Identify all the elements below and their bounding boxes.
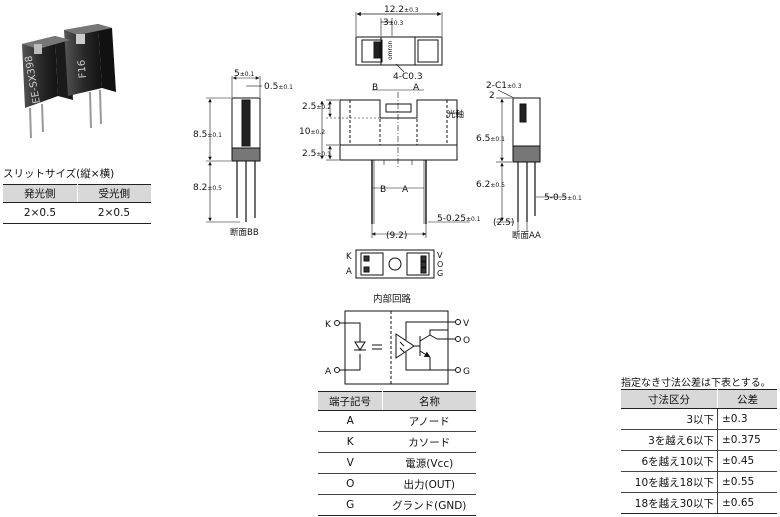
section-b-top: B xyxy=(372,83,378,93)
slit-value-receiver: 2×0.5 xyxy=(77,202,151,224)
tolerance-range: 10を越え18以下 xyxy=(621,471,718,493)
table-row: 3を越え6以下±0.375 xyxy=(621,429,777,451)
brand-mark: omron xyxy=(387,40,394,60)
dim-pin-pitch: (9.2) xyxy=(386,231,407,241)
table-row: 6を越え10以下±0.45 xyxy=(621,450,777,472)
tolerance-range: 3以下 xyxy=(621,408,718,430)
terminal-name: カソード xyxy=(382,431,476,453)
dim-front-h3: 2.5±0.1 xyxy=(302,149,331,159)
terminal-header-row: 端子記号 名称 xyxy=(318,391,476,411)
tolerance-header-tol: 公差 xyxy=(717,389,777,409)
section-a-top: A xyxy=(413,83,420,93)
slit-caption: スリットサイズ(縦×横) xyxy=(3,168,115,180)
circuit-a: A xyxy=(325,367,332,377)
terminal-symbol: A xyxy=(318,410,383,432)
slit-value-emitter: 2×0.5 xyxy=(3,202,77,224)
pin-label-a: A xyxy=(346,267,352,277)
tolerance-value: ±0.3 xyxy=(717,408,777,430)
section-b-bottom: B xyxy=(380,185,386,195)
tolerance-value: ±0.55 xyxy=(717,471,777,493)
dim-right-h2: 6.2±0.5 xyxy=(476,180,505,190)
dim-right-h1: 6.5±0.1 xyxy=(476,134,505,144)
top-view xyxy=(355,11,443,73)
slit-header-row: 発光側 受光側 xyxy=(3,184,151,203)
tolerance-header-row: 寸法区分 公差 xyxy=(621,389,777,409)
dim-right-chamfer: 2-C1±0.3 xyxy=(486,81,522,91)
photo-marking-lot: F16 xyxy=(76,59,89,78)
pin-label-v: V xyxy=(437,251,443,260)
optical-axis-label: 光軸 xyxy=(447,109,464,120)
section-a-bottom: A xyxy=(402,185,409,195)
product-photo: EE-SX398 F16 xyxy=(22,24,116,139)
terminal-name: アノード xyxy=(382,410,476,432)
dim-right-pin: 5-0.5±0.1 xyxy=(544,193,582,203)
terminal-header-symbol: 端子記号 xyxy=(318,391,383,411)
dim-chamfer: 4-C0.3 xyxy=(393,72,423,82)
circuit-g: G xyxy=(463,367,470,377)
terminal-symbol: G xyxy=(318,494,383,516)
table-row: 10を越え18以下±0.55 xyxy=(621,471,777,493)
terminal-symbol: V xyxy=(318,452,383,474)
section-bb-label: 断面BB xyxy=(230,227,259,238)
tolerance-range: 6を越え10以下 xyxy=(621,450,718,472)
slit-header-receiver: 受光側 xyxy=(77,184,151,203)
tolerance-caption: 指定なき寸法公差は下表とする。 xyxy=(621,378,771,389)
slit-size-table: 発光側 受光側 2×0.5 2×0.5 xyxy=(3,184,151,224)
dim-left-w: 5±0.1 xyxy=(234,69,254,79)
circuit-v: V xyxy=(463,319,470,329)
terminal-header-name: 名称 xyxy=(382,391,476,411)
slit-header-emitter: 発光側 xyxy=(3,184,78,203)
circuit-o: O xyxy=(463,336,470,346)
table-row: 3以下±0.3 xyxy=(621,408,777,430)
slit-value-row: 2×0.5 2×0.5 xyxy=(3,202,151,224)
dim-right-2: 2 xyxy=(489,91,495,101)
terminal-symbol: O xyxy=(318,473,383,495)
section-aa-view xyxy=(496,89,566,232)
tolerance-header-range: 寸法区分 xyxy=(621,389,718,409)
table-row: 18を越え30以下±0.65 xyxy=(621,492,777,514)
front-view xyxy=(320,89,470,238)
dim-left-h1: 8.5±0.1 xyxy=(193,130,222,140)
dim-right-25: (2.5) xyxy=(493,218,514,228)
dim-front-h2: 10±0.2 xyxy=(299,127,325,137)
dim-top-width: 12.2±0.3 xyxy=(384,5,419,15)
tolerance-value: ±0.65 xyxy=(717,492,777,514)
pin-label-o: O xyxy=(437,260,443,269)
tolerance-table: 寸法区分 公差 3以下±0.3 3を越え6以下±0.375 6を越え10以下±0… xyxy=(621,389,777,514)
section-aa-label: 断面AA xyxy=(512,230,541,241)
tolerance-value: ±0.45 xyxy=(717,450,777,472)
dim-front-h1: 2.5±0.2 xyxy=(302,102,331,112)
terminal-symbol: K xyxy=(318,431,383,453)
circuit-k: K xyxy=(325,320,332,330)
pin-layout-view xyxy=(355,249,435,279)
terminal-name: 電源(Vcc) xyxy=(382,452,476,474)
tolerance-range: 3を越え6以下 xyxy=(621,429,718,451)
dim-left-slit: 0.5±0.1 xyxy=(264,82,293,92)
pin-label-k: K xyxy=(346,252,352,262)
section-bb-view xyxy=(206,76,262,223)
terminal-name: 出力(OUT) xyxy=(382,473,476,495)
dim-left-h2: 8.2±0.5 xyxy=(193,183,222,193)
circuit-title: 内部回路 xyxy=(373,293,412,305)
terminal-name: グランド(GND) xyxy=(382,494,476,516)
dim-top-inner: 3±0.3 xyxy=(383,18,403,28)
internal-circuit xyxy=(334,310,461,385)
pin-label-g: G xyxy=(437,269,443,278)
dim-pin-size: 5-0.25±0.1 xyxy=(437,214,481,224)
tolerance-range: 18を越え30以下 xyxy=(621,492,718,514)
tolerance-value: ±0.375 xyxy=(717,429,777,451)
